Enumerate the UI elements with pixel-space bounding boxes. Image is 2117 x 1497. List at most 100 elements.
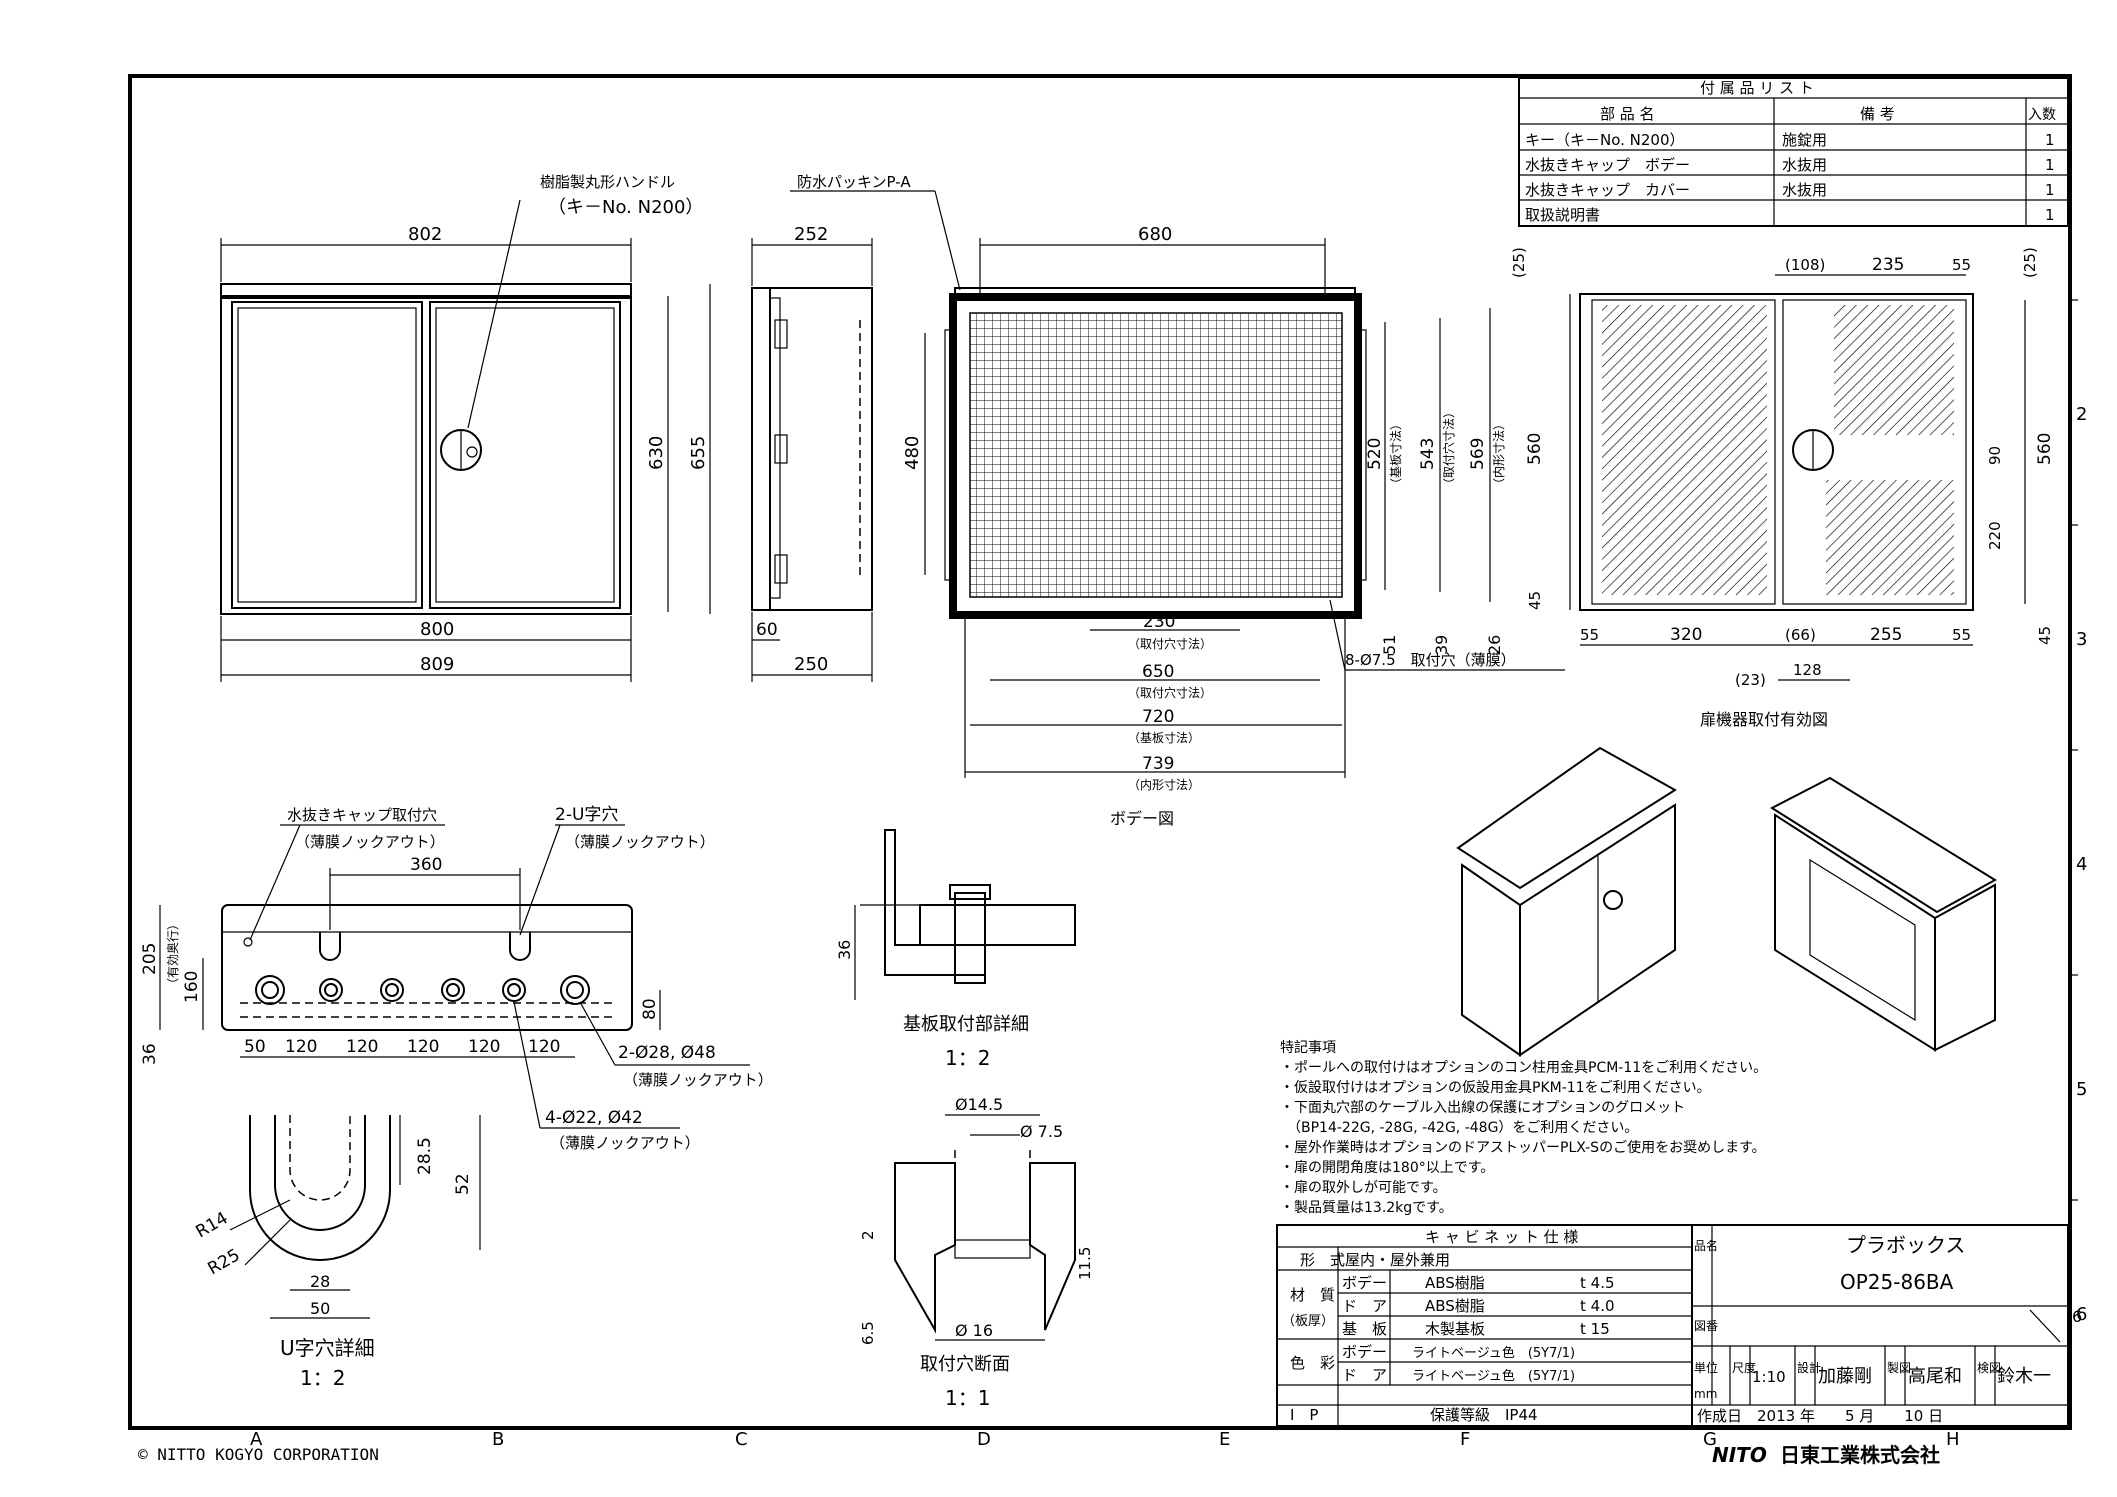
accessory-row-2-qty: 1	[2045, 156, 2055, 174]
grid-row-2: 2	[2076, 404, 2087, 425]
hole-d75: Ø 7.5	[1020, 1122, 1063, 1141]
grid-row-5: 5	[2076, 1079, 2087, 1100]
accessory-row-4-name: 取扱説明書	[1525, 206, 1600, 224]
spec-color-2-value: ライトベージュ色 (5Y7/1)	[1412, 1368, 1575, 1384]
body-hole-label: 8-Ø7.5 取付穴（薄膜）	[1345, 651, 1516, 669]
door-dim-220: 220	[1986, 521, 2004, 550]
door-dim-235: 235	[1872, 255, 1904, 275]
u-hole-note: （薄膜ノックアウト）	[565, 833, 715, 851]
iso-back-view	[1769, 776, 1997, 1052]
tb-name-label: 品名	[1694, 1238, 1718, 1253]
door-dim-560l: 560	[1525, 433, 1545, 465]
door-dim-45l: 45	[1526, 591, 1544, 610]
accessory-table: 付 属 品 リ ス ト 部 品 名 備 考 入数 キー（キ－No. N200） …	[1518, 77, 2069, 227]
body-dim-739-note: （内形寸法）	[1128, 778, 1200, 792]
sheet-border	[128, 74, 2072, 1430]
grid-col-h: H	[1946, 1429, 1960, 1450]
spec-type-label: 形 式	[1300, 1251, 1345, 1269]
grid-col-b: B	[492, 1429, 504, 1450]
tb-check-label: 検図	[1977, 1361, 2001, 1375]
hole-d65: 6.5	[859, 1321, 877, 1345]
bottom-spacing-50: 50	[244, 1037, 266, 1057]
plate-caption: 基板取付部詳細	[903, 1014, 1029, 1035]
spec-ip-value: 保護等級 IP44	[1430, 1406, 1538, 1424]
handle-key-label: （キ－No. N200）	[548, 197, 703, 218]
body-dim-739: 739	[1142, 754, 1174, 774]
packing-label: 防水パッキンP-A	[797, 173, 911, 191]
accessory-row-3-remark: 水抜用	[1782, 181, 1827, 199]
bottom-dim-160: 160	[182, 971, 202, 1003]
accessory-row-4-qty: 1	[2045, 206, 2055, 224]
hole-d115: 11.5	[1076, 1247, 1094, 1280]
accessory-row-2-remark: 水抜用	[1782, 156, 1827, 174]
tb-scale: 1:10	[1752, 1368, 1786, 1386]
spec-table: キ ャ ビ ネ ッ ト 仕 様 形 式 屋内・屋外兼用 材 質 （板厚） ボデー…	[1276, 1224, 1693, 1427]
door-dim-255: 255	[1870, 625, 1902, 645]
spec-mat-2-material: ABS樹脂	[1425, 1297, 1485, 1315]
u-scale: 1：2	[300, 1366, 345, 1390]
u-dim-52: 52	[453, 1173, 473, 1195]
grid-col-a: A	[250, 1429, 263, 1450]
front-dim-630: 630	[646, 436, 667, 470]
bottom-dim-36: 36	[140, 1043, 160, 1065]
hole-caption: 取付穴断面	[920, 1354, 1010, 1375]
drain-cap-note: （薄膜ノックアウト）	[295, 833, 445, 851]
accessory-row-1-remark: 施錠用	[1782, 131, 1827, 149]
plate-scale: 1：2	[945, 1046, 990, 1070]
front-dim-655: 655	[688, 436, 709, 470]
plate-dim-36: 36	[835, 940, 854, 960]
door-dim-25b: (25)	[2021, 247, 2039, 278]
grid-col-c: C	[735, 1429, 748, 1450]
accessory-header-qty: 入数	[2028, 107, 2056, 123]
title-block: 品名 プラボックス OP25-86BA 図番 6 単位 mm 尺度 1:10 設…	[1691, 1224, 2082, 1427]
front-dim-802: 802	[408, 224, 442, 245]
spec-mat-1-thickness: t 4.5	[1580, 1274, 1615, 1292]
door-dim-55b: 55	[1952, 626, 1971, 644]
tb-unit-label: 単位	[1694, 1360, 1718, 1375]
u-dim-285: 28.5	[415, 1137, 435, 1175]
side-view: 252 60 250	[751, 224, 873, 682]
spec-mat-3-part: 基 板	[1342, 1320, 1387, 1338]
hole-d145: Ø14.5	[955, 1095, 1003, 1114]
door-dim-55a: 55	[1580, 626, 1599, 644]
body-dim-520-note: （基板寸法）	[1389, 418, 1403, 490]
body-caption: ボデー図	[1110, 809, 1174, 828]
spec-mat-1-material: ABS樹脂	[1425, 1274, 1485, 1292]
notes-line-8: ・製品質量は13.2kgです。	[1280, 1200, 1453, 1216]
accessory-row-3-qty: 1	[2045, 181, 2055, 199]
tb-drawing-no: 6	[2072, 1307, 2082, 1326]
tb-scale-label: 尺度	[1732, 1360, 1756, 1375]
accessory-header-name: 部 品 名	[1600, 105, 1655, 123]
door-dim-320: 320	[1670, 625, 1702, 645]
body-dim-51: 51	[1380, 635, 1399, 655]
body-dim-569: 569	[1468, 438, 1488, 470]
bottom-spacing-120a: 120	[285, 1037, 317, 1057]
front-view: 樹脂製丸形ハンドル （キ－No. N200） 802 630 655 800 8…	[220, 173, 711, 682]
grid-col-f: F	[1460, 1429, 1470, 1450]
tb-drawing-label: 図番	[1694, 1319, 1718, 1333]
body-dim-569-note: （内形寸法）	[1492, 418, 1506, 490]
spec-mat-1-part: ボデー	[1342, 1274, 1387, 1292]
u-hole-detail: R14 R25 28.5 52 28 50 U字穴詳細 1：2	[193, 1115, 481, 1390]
body-dim-543-note: （取付穴寸法）	[1441, 406, 1456, 490]
body-view: 防水パッキンP-A 680 480 520 （基板寸法） 543 （取付穴寸法）…	[790, 173, 1565, 828]
hole-28-label: 2-Ø28, Ø48	[618, 1043, 716, 1063]
side-dim-252: 252	[794, 224, 828, 245]
body-dim-680: 680	[1138, 224, 1172, 245]
drain-cap-label: 水抜きキャップ取付穴	[287, 806, 437, 824]
bottom-dim-360: 360	[410, 855, 442, 875]
u-dim-50: 50	[310, 1299, 330, 1318]
spec-type-value: 屋内・屋外兼用	[1345, 1251, 1450, 1269]
door-dim-108: (108)	[1785, 256, 1825, 274]
iso-front-view	[1456, 746, 1677, 1057]
u-caption: U字穴詳細	[280, 1336, 375, 1360]
grid-col-g: G	[1703, 1429, 1717, 1450]
tb-design-label: 設計	[1797, 1360, 1821, 1375]
company-logo: NITO	[1712, 1443, 1767, 1467]
spec-material-label: 材 質	[1290, 1286, 1335, 1304]
accessory-row-3-name: 水抜きキャップ カバー	[1525, 181, 1690, 199]
body-dim-650-note: （取付穴寸法）	[1128, 685, 1212, 700]
spec-color-1-value: ライトベージュ色 (5Y7/1)	[1412, 1345, 1575, 1361]
grid-row-6: 6	[2076, 1304, 2087, 1325]
bottom-spacing-120e: 120	[528, 1037, 560, 1057]
